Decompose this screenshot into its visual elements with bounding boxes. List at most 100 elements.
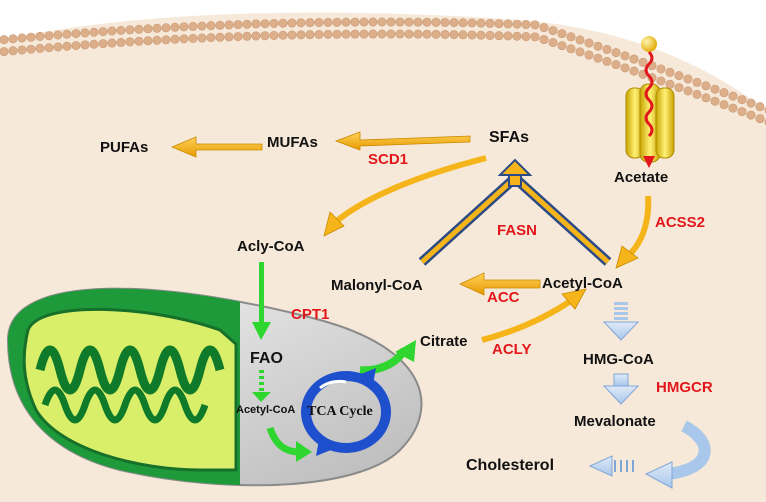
membrane-bead (305, 30, 315, 40)
membrane-bead (188, 21, 198, 31)
membrane-bead (404, 29, 414, 39)
membrane-bead (161, 35, 171, 45)
membrane-bead (305, 18, 315, 28)
membrane-bead (530, 32, 540, 42)
label-tca-cycle: TCA Cycle (307, 404, 373, 419)
arrow-sfa-to-acylcoa (336, 155, 487, 223)
membrane-bead (8, 46, 18, 56)
membrane-bead (278, 18, 288, 28)
membrane-bead (17, 45, 27, 55)
membrane-transporter-icon (625, 36, 675, 168)
label-cpt1: CPT1 (291, 306, 330, 323)
membrane-bead (197, 33, 207, 43)
membrane-bead (665, 79, 675, 89)
membrane-bead (80, 40, 90, 50)
membrane-bead (116, 37, 126, 47)
membrane-bead (485, 30, 495, 40)
membrane-bead (737, 107, 747, 117)
membrane-bead (701, 81, 711, 91)
membrane-bead (449, 18, 459, 28)
membrane-bead (323, 29, 333, 39)
membrane-bead (341, 17, 351, 27)
membrane-bead (629, 66, 639, 76)
membrane-bead (215, 20, 225, 30)
membrane-bead (656, 64, 666, 74)
label-acss2: ACSS2 (655, 214, 706, 231)
label-mevalonate: Mevalonate (574, 413, 656, 430)
membrane-bead (719, 88, 729, 98)
membrane-bead (620, 51, 630, 61)
membrane-bead (278, 30, 288, 40)
membrane-bead (35, 43, 45, 53)
membrane-bead (0, 47, 9, 57)
membrane-bead (179, 22, 189, 32)
membrane-bead (314, 18, 324, 28)
membrane-bead (71, 29, 81, 39)
membrane-bead (440, 29, 450, 39)
membrane-bead (386, 17, 396, 27)
membrane-bead (593, 53, 603, 63)
membrane-bead (674, 83, 684, 93)
membrane-bead (755, 114, 765, 124)
cell-membrane (0, 17, 766, 126)
membrane-bead (80, 28, 90, 38)
membrane-bead (125, 25, 135, 35)
membrane-bead (233, 32, 243, 42)
membrane-bead (449, 30, 459, 40)
membrane-bead (350, 17, 360, 27)
membrane-bead (98, 39, 108, 49)
membrane-bead (584, 50, 594, 60)
membrane-bead (476, 30, 486, 40)
membrane-bead (548, 38, 558, 48)
membrane-bead (728, 91, 738, 101)
green-arrows (252, 262, 416, 462)
membrane-bead (611, 48, 621, 58)
membrane-bead (215, 32, 225, 42)
orange-arrows (170, 131, 652, 343)
membrane-bead (404, 17, 414, 27)
membrane-bead (368, 17, 378, 27)
membrane-bead (179, 34, 189, 44)
membrane-bead (296, 30, 306, 40)
label-acyl-coa: Acly-CoA (237, 238, 305, 255)
membrane-bead (377, 29, 387, 39)
membrane-bead (107, 26, 117, 36)
label-scd1: SCD1 (368, 151, 409, 168)
membrane-bead (314, 30, 324, 40)
membrane-bead (737, 95, 747, 105)
membrane-bead (44, 31, 54, 41)
membrane-bead (62, 41, 72, 51)
label-cholesterol: Cholesterol (466, 457, 555, 474)
membrane-bead (620, 63, 630, 73)
arrow-sfa-to-mufa (334, 131, 471, 151)
label-acc: ACC (487, 289, 520, 306)
membrane-bead (557, 41, 567, 51)
membrane-bead (242, 31, 252, 41)
membrane-bead (656, 76, 666, 86)
membrane-bead (494, 19, 504, 29)
membrane-bead (134, 24, 144, 34)
label-pufas: PUFAs (100, 139, 149, 156)
label-mufas: MUFAs (267, 134, 318, 151)
membrane-bead (26, 32, 36, 42)
membrane-bead (269, 30, 279, 40)
membrane-bead (62, 29, 72, 39)
membrane-bead (665, 67, 675, 77)
membrane-bead (134, 36, 144, 46)
arrow-citrate-to-acetylcoa (481, 297, 574, 343)
membrane-bead (710, 84, 720, 94)
membrane-bead (575, 47, 585, 57)
label-malonyl-coa: Malonyl-CoA (331, 277, 423, 294)
membrane-bead (251, 19, 261, 29)
arrow-acetylcoa-to-malonylcoa (459, 272, 541, 296)
membrane-bead (89, 27, 99, 37)
label-fasn: FASN (497, 222, 538, 239)
membrane-bead (692, 89, 702, 99)
membrane-bead (395, 29, 405, 39)
membrane-bead (386, 29, 396, 39)
membrane-bead (35, 31, 45, 41)
membrane-bead (188, 33, 198, 43)
membrane-bead (143, 36, 153, 46)
membrane-bead (26, 44, 36, 54)
